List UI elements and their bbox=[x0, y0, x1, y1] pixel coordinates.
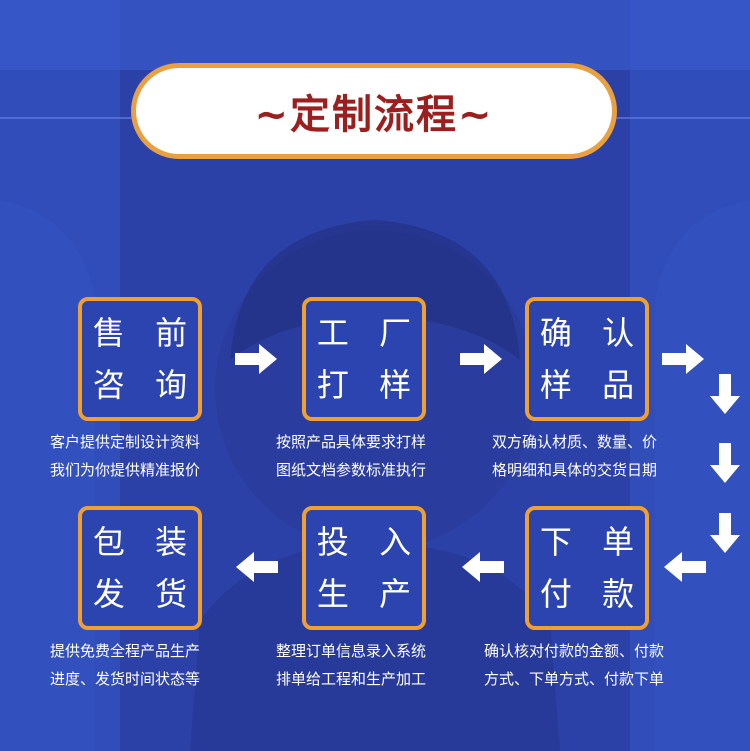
arrow-right-icon bbox=[460, 344, 502, 374]
step-box-shipping: 包 装 发 货 bbox=[78, 506, 202, 630]
desc-line1: 整理订单信息录入系统 bbox=[276, 642, 427, 660]
page-title: ~定制流程~ bbox=[254, 92, 494, 138]
arrow-down-icon bbox=[710, 374, 740, 414]
step-label-line2: 打 样 bbox=[316, 366, 422, 404]
step-desc-confirm: 双方确认材质、数量、价 格明细和具体的交货日期 bbox=[492, 428, 657, 484]
step-label-line1: 工 厂 bbox=[316, 314, 422, 352]
step-label-line1: 投 入 bbox=[316, 523, 422, 561]
arrow-down-icon bbox=[710, 513, 740, 553]
step-desc-shipping: 提供免费全程产品生产 进度、发货时间状态等 bbox=[50, 637, 200, 693]
arrow-left-icon bbox=[462, 552, 504, 582]
step-label-line2: 发 货 bbox=[92, 575, 198, 613]
desc-line2: 图纸文档参数标准执行 bbox=[276, 461, 427, 479]
step-desc-sample: 按照产品具体要求打样 图纸文档参数标准执行 bbox=[276, 428, 426, 484]
desc-line1: 按照产品具体要求打样 bbox=[276, 433, 427, 451]
step-label-line2: 生 产 bbox=[316, 575, 422, 613]
desc-line1: 双方确认材质、数量、价 bbox=[492, 433, 658, 451]
step-box-order: 下 单 付 款 bbox=[525, 506, 649, 630]
step-box-confirm: 确 认 样 品 bbox=[525, 297, 649, 421]
arrow-left-icon bbox=[236, 552, 278, 582]
desc-line2: 方式、下单方式、付款下单 bbox=[484, 670, 665, 688]
step-box-sample: 工 厂 打 样 bbox=[302, 297, 426, 421]
desc-line2: 我们为你提供精准报价 bbox=[50, 461, 201, 479]
desc-line2: 格明细和具体的交货日期 bbox=[492, 461, 658, 479]
arrow-right-icon bbox=[662, 344, 704, 374]
step-label-line1: 包 装 bbox=[92, 523, 198, 561]
arrow-down-icon bbox=[710, 443, 740, 483]
arrow-left-icon bbox=[664, 552, 706, 582]
step-label-line1: 售 前 bbox=[92, 314, 198, 352]
desc-line2: 进度、发货时间状态等 bbox=[50, 670, 201, 688]
step-box-production: 投 入 生 产 bbox=[302, 506, 426, 630]
desc-line1: 确认核对付款的金额、付款 bbox=[484, 642, 665, 660]
step-label-line1: 确 认 bbox=[539, 314, 645, 352]
step-label-line2: 样 品 bbox=[539, 366, 645, 404]
step-label-line1: 下 单 bbox=[539, 523, 645, 561]
desc-line1: 客户提供定制设计资料 bbox=[50, 433, 201, 451]
step-label-line2: 咨 询 bbox=[92, 366, 198, 404]
desc-line2: 排单给工程和生产加工 bbox=[276, 670, 427, 688]
step-desc-production: 整理订单信息录入系统 排单给工程和生产加工 bbox=[276, 637, 426, 693]
desc-line1: 提供免费全程产品生产 bbox=[50, 642, 201, 660]
step-desc-order: 确认核对付款的金额、付款 方式、下单方式、付款下单 bbox=[484, 637, 664, 693]
step-desc-consult: 客户提供定制设计资料 我们为你提供精准报价 bbox=[50, 428, 200, 484]
step-box-consult: 售 前 咨 询 bbox=[78, 297, 202, 421]
step-label-line2: 付 款 bbox=[539, 575, 645, 613]
arrow-right-icon bbox=[235, 344, 277, 374]
title-banner: ~定制流程~ bbox=[131, 63, 617, 159]
